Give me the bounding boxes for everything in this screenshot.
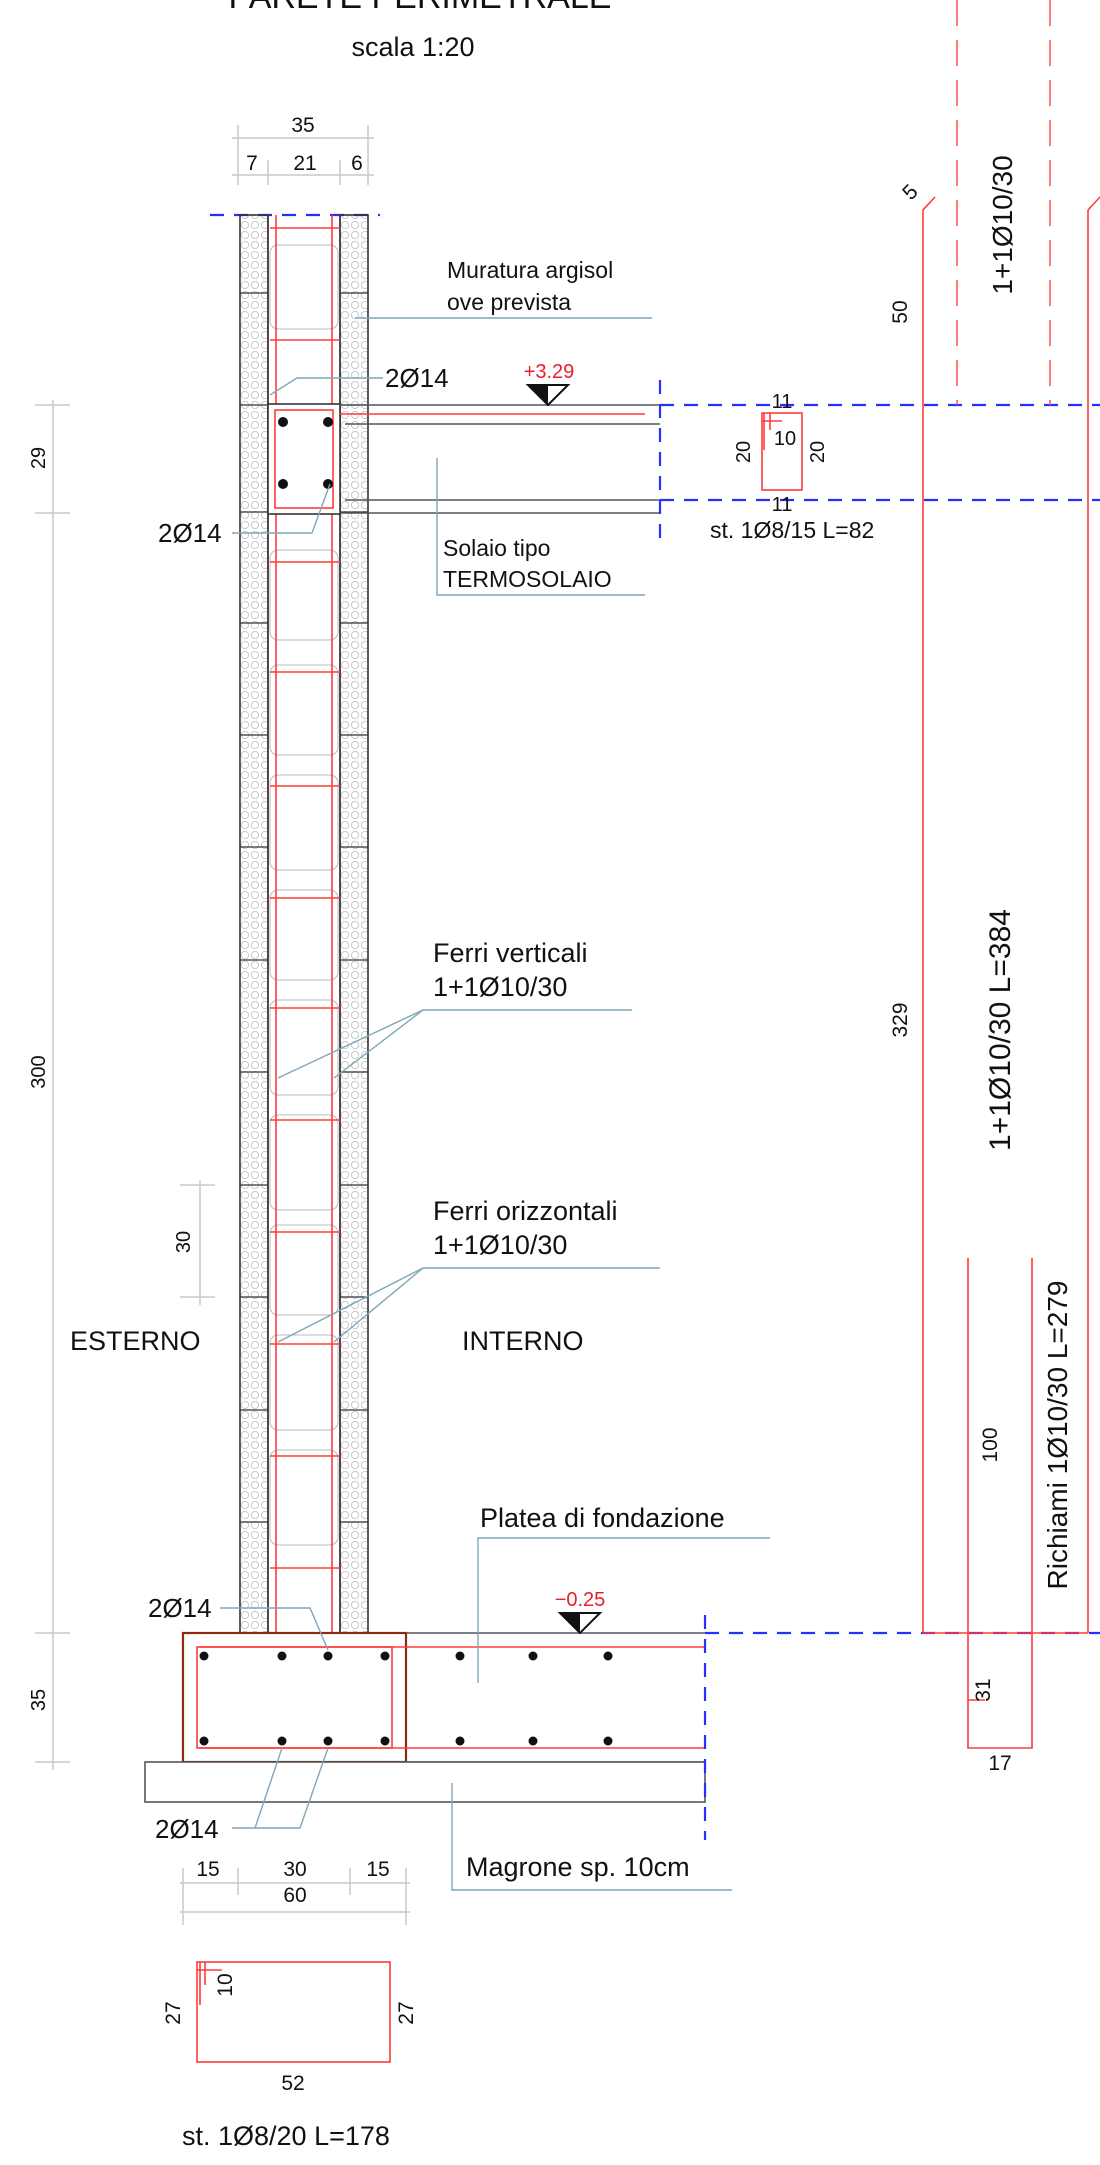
stirrup-found-left: 27	[162, 2001, 185, 2024]
dim-wall-total: 35	[291, 114, 314, 137]
label-ferri-verticali-1: Ferri verticali	[433, 938, 588, 968]
leader-2d14-mid	[232, 483, 331, 534]
stirrup-beam-right: 20	[807, 441, 829, 463]
label-esterno: ESTERNO	[70, 1326, 201, 1356]
elevation-marker-top	[525, 384, 571, 407]
dim-left-30: 30	[173, 1231, 195, 1253]
leader-magrone	[451, 1783, 732, 1891]
schedule-main-label: 1+1Ø10/30 L=384	[984, 909, 1017, 1151]
foundation-rebars	[199, 1651, 613, 1746]
label-solaio-2: TERMOSOLAIO	[443, 566, 612, 592]
foundation-section	[144, 1615, 1100, 1840]
stirrup-found-bottom: 52	[281, 2072, 304, 2095]
left-dimension-chain	[35, 400, 215, 1770]
bottom-dimension-chain	[180, 1868, 410, 1925]
drawing-title: PARETE PERIMETRALE	[229, 0, 612, 16]
label-platea: Platea di fondazione	[480, 1503, 725, 1533]
label-ferri-orizzontali-1: Ferri orizzontali	[433, 1196, 618, 1226]
label-muratura-1: Muratura argisol	[447, 257, 613, 283]
elevation-top-label: +3.29	[524, 361, 575, 383]
stirrup-beam-caption: st. 1Ø8/15 L=82	[710, 517, 874, 543]
beam-stirrup-detail	[761, 412, 803, 491]
elevation-bottom-label: −0.25	[555, 1589, 606, 1611]
label-2d14-found-bot: 2Ø14	[155, 1814, 219, 1844]
dim-left-35: 35	[28, 1689, 50, 1711]
dim-wall-core: 21	[293, 152, 316, 175]
dim-bottom-30: 30	[283, 1858, 306, 1881]
dim-bottom-60: 60	[283, 1884, 306, 1907]
label-ferri-orizzontali-2: 1+1Ø10/30	[433, 1230, 567, 1260]
schedule-top-label: 1+1Ø10/30	[987, 155, 1018, 294]
schedule-richiami-foot: 17	[988, 1752, 1011, 1775]
schedule-richiami-hook: 31	[972, 1678, 995, 1701]
stirrup-beam-bottom: 11	[772, 494, 793, 516]
label-ferri-verticali-2: 1+1Ø10/30	[433, 972, 567, 1002]
stirrup-found-right: 27	[395, 2001, 418, 2024]
rebar-schedule-main	[922, 0, 1100, 1634]
schedule-hook-len: 50	[889, 300, 912, 323]
stirrup-beam-inner: 10	[774, 428, 796, 450]
wall-section	[239, 214, 369, 1750]
leader-platea	[477, 1537, 770, 1683]
stirrup-found-caption: st. 1Ø8/20 L=178	[182, 2121, 390, 2151]
scale-label: scala 1:20	[351, 32, 474, 62]
dim-left-300: 300	[28, 1055, 50, 1088]
stirrup-found-inner: 10	[214, 1973, 237, 1996]
schedule-hook: 5	[898, 180, 923, 205]
schedule-richiami-len: 100	[979, 1427, 1002, 1462]
dim-left-29: 29	[28, 447, 50, 469]
rebar-schedule-richiami	[967, 1258, 1033, 1749]
leader-ferri-verticali	[277, 1009, 632, 1079]
stirrup-beam-top: 11	[772, 391, 793, 413]
label-solaio-1: Solaio tipo	[443, 535, 550, 561]
leader-solaio	[436, 458, 645, 596]
schedule-richiami-label: Richiami 1Ø10/30 L=279	[1042, 1281, 1073, 1590]
leader-2d14-found-top	[220, 1607, 329, 1651]
label-2d14-found-top: 2Ø14	[148, 1593, 212, 1623]
beam-section	[267, 403, 341, 515]
dim-bottom-15a: 15	[196, 1858, 219, 1881]
leader-2d14-top	[269, 377, 383, 396]
label-2d14-top: 2Ø14	[385, 363, 449, 393]
schedule-length: 329	[889, 1002, 912, 1037]
wall-dimension-chain	[232, 125, 374, 185]
label-magrone: Magrone sp. 10cm	[466, 1852, 690, 1882]
label-muratura-2: ove prevista	[447, 289, 571, 315]
label-2d14-mid: 2Ø14	[158, 518, 222, 548]
slab-section	[340, 380, 1100, 540]
dim-bottom-15b: 15	[366, 1858, 389, 1881]
foundation-stirrup-detail	[196, 1961, 391, 2063]
elevation-marker-bottom	[557, 1612, 603, 1635]
leader-2d14-found-bot	[232, 1747, 329, 1829]
dim-wall-outer: 7	[246, 152, 258, 175]
stirrup-beam-left: 20	[733, 441, 755, 463]
dim-wall-inner: 6	[351, 152, 363, 175]
label-interno: INTERNO	[462, 1326, 584, 1356]
